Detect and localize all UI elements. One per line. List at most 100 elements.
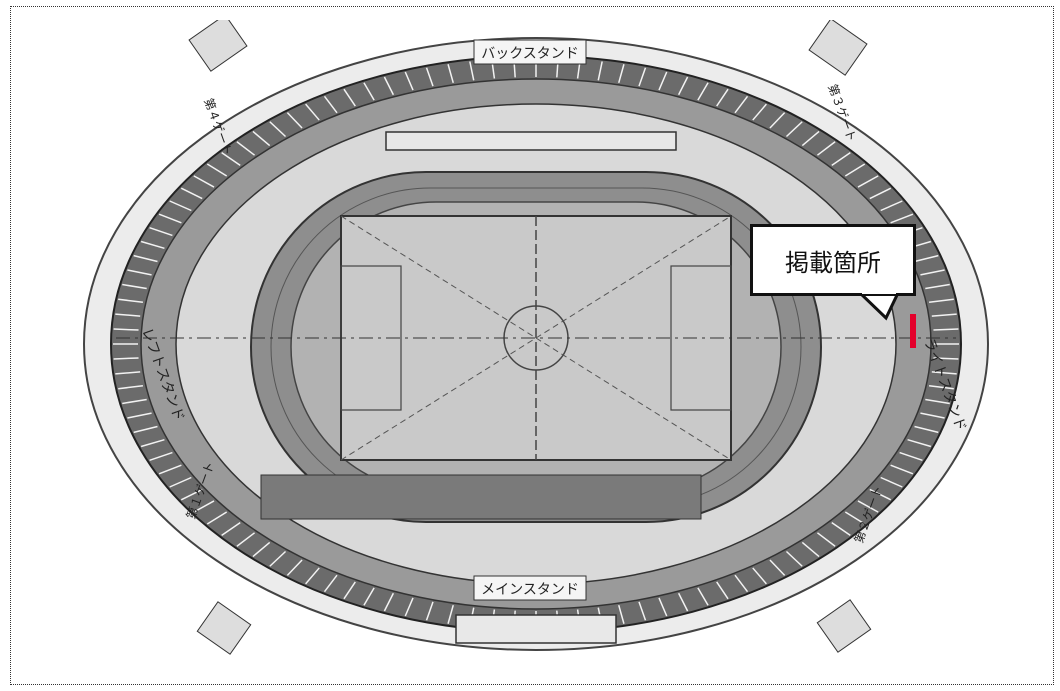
seat-divider: [697, 587, 709, 606]
seat-divider: [286, 112, 303, 129]
seat-divider: [914, 425, 939, 434]
seat-divider: [118, 298, 143, 303]
seat-divider: [383, 592, 395, 612]
seat-divider: [734, 95, 749, 114]
seat-divider: [158, 213, 182, 224]
seat-divider: [880, 476, 903, 488]
seat-divider: [816, 141, 836, 156]
seat-divider: [890, 464, 914, 475]
gate-box-sw: [196, 601, 252, 655]
seat-divider: [305, 103, 320, 121]
seat-divider: [638, 601, 647, 621]
seat-divider: [149, 451, 173, 462]
seat-divider: [677, 76, 689, 96]
map-frame: [10, 6, 1054, 685]
seat-divider: [180, 187, 203, 200]
main-stand-label: メインスタンド: [481, 582, 579, 598]
seat-divider: [113, 357, 139, 360]
seat-divider: [920, 269, 945, 276]
seat-divider: [785, 121, 803, 138]
seat-divider: [236, 532, 256, 547]
seat-divider: [857, 175, 879, 188]
seat-divider: [931, 313, 957, 317]
seat-divider: [801, 541, 820, 558]
seat-divider: [221, 152, 241, 166]
seat-divider: [158, 464, 182, 475]
seat-divider: [914, 254, 939, 263]
seat-divider: [716, 88, 729, 107]
seat-divider: [193, 500, 215, 513]
callout-label: 掲載箇所: [750, 224, 916, 296]
seat-divider: [180, 488, 203, 501]
seat-divider: [236, 141, 256, 156]
seat-divider: [269, 121, 287, 138]
seat-divider: [899, 451, 923, 462]
seat-divider: [127, 412, 152, 419]
seat-divider: [169, 476, 192, 488]
seat-divider: [769, 559, 786, 576]
seat-divider: [447, 604, 454, 624]
seat-divider: [869, 187, 892, 200]
seat-divider: [931, 371, 957, 375]
seat-divider: [920, 412, 945, 419]
seat-divider: [169, 200, 192, 212]
seat-divider: [269, 550, 287, 567]
seat-divider: [252, 130, 271, 147]
seat-divider: [752, 103, 767, 121]
diagonal-2: [340, 215, 732, 461]
seat-divider: [425, 67, 434, 87]
seat-divider: [618, 64, 625, 84]
seat-divider: [149, 226, 173, 237]
seat-divider: [869, 488, 892, 501]
seat-divider: [857, 500, 879, 513]
seat-divider: [323, 95, 338, 114]
seat-divider: [140, 438, 165, 448]
seat-divider: [716, 581, 729, 600]
seat-divider: [425, 601, 434, 621]
seat-divider: [597, 61, 603, 81]
seat-divider: [115, 371, 141, 375]
seat-divider: [115, 313, 141, 317]
seat-divider: [925, 283, 950, 290]
seat-divider: [734, 574, 749, 593]
back-stand-structure: [385, 131, 677, 151]
stadium-map: バックスタンド メインスタンド レフトスタンド ライトスタンド 第４ゲート 第３…: [83, 20, 989, 655]
seat-divider: [206, 511, 228, 525]
seat-divider: [844, 163, 866, 177]
seat-divider: [133, 254, 158, 263]
seat-divider: [118, 385, 143, 390]
seat-divider: [801, 130, 820, 147]
seat-divider: [221, 522, 241, 536]
seat-divider: [929, 298, 954, 303]
seat-divider: [133, 425, 158, 434]
seat-divider: [122, 398, 147, 405]
seat-divider: [343, 581, 356, 600]
main-stand-label-bg: [473, 575, 587, 601]
seat-divider: [769, 112, 786, 129]
sprint-lanes: [260, 474, 702, 520]
seat-divider: [286, 559, 303, 576]
seat-divider: [677, 592, 689, 612]
seat-divider: [658, 597, 668, 617]
seat-divider: [638, 67, 647, 87]
seat-divider: [447, 64, 454, 84]
seat-divider: [383, 76, 395, 96]
gate-box-ne: [808, 20, 868, 76]
seat-divider: [890, 213, 914, 224]
seat-divider: [925, 398, 950, 405]
seat-divider: [752, 567, 767, 585]
seat-divider: [122, 283, 147, 290]
gate-box-nw: [188, 20, 248, 72]
seat-divider: [907, 438, 932, 448]
seat-divider: [252, 541, 271, 558]
seat-divider: [844, 511, 866, 525]
seat-divider: [831, 152, 851, 166]
seat-divider: [880, 200, 903, 212]
seat-divider: [363, 82, 375, 101]
seat-divider: [206, 163, 228, 177]
seat-divider: [469, 61, 475, 81]
seat-divider: [323, 574, 338, 593]
seat-divider: [929, 385, 954, 390]
seat-divider: [140, 240, 165, 250]
seat-divider: [113, 328, 139, 331]
